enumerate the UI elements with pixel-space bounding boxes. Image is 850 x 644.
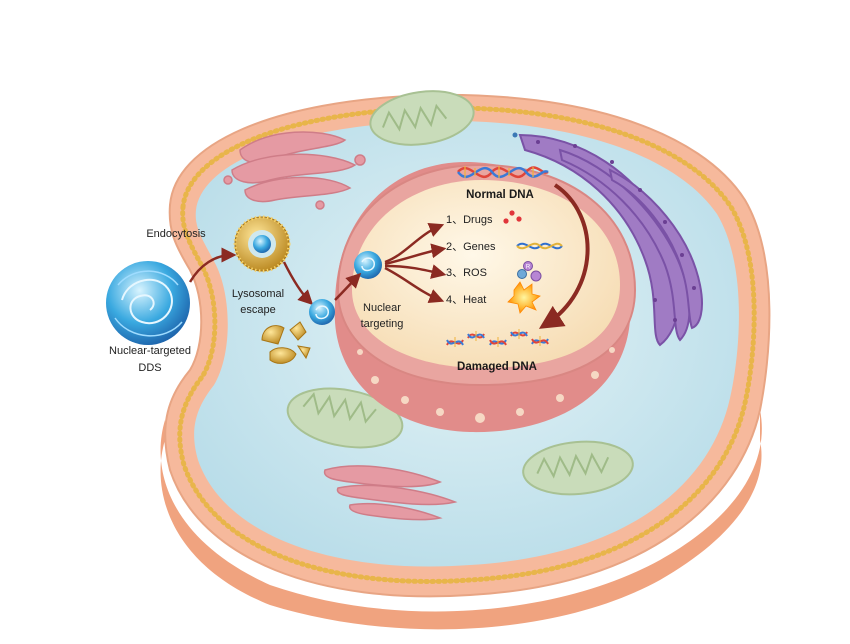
heat-burst-icon xyxy=(507,281,541,314)
ros-symbol: R xyxy=(526,265,531,271)
mechanism-label-ros: 3、ROS xyxy=(446,267,487,279)
dna-damage-arrow xyxy=(538,183,590,329)
lysosomal-escape-arrow xyxy=(282,261,314,306)
nuclear-targeting-label-line1: Nuclear xyxy=(363,302,401,314)
er-ribosomes xyxy=(512,132,696,322)
endosome-vesicle xyxy=(233,215,291,273)
escaped-nanoparticle xyxy=(309,299,335,325)
lysosomal-escape-label-line1: Lysosomal xyxy=(232,288,284,300)
mitochondrion-top xyxy=(369,90,475,146)
mitochondrion-lower-left xyxy=(286,387,404,449)
dds-label-line2: DDS xyxy=(138,362,161,374)
dds-label-line1: Nuclear-targeted xyxy=(109,345,191,357)
gene-helix-icon xyxy=(516,242,563,250)
normal-dna-helix xyxy=(457,166,549,179)
damaged-dna-label: Damaged DNA xyxy=(457,361,537,373)
nuclear-targeting-label-line2: targeting xyxy=(361,318,404,330)
mechanism-label-genes: 2、Genes xyxy=(446,241,496,253)
golgi-apparatus-bottom xyxy=(323,465,458,521)
mitochondrion-lower-right xyxy=(522,440,634,496)
endocytosis-label: Endocytosis xyxy=(146,228,206,240)
nuclear-targeting-arrow xyxy=(334,272,362,301)
endocytosis-arrow xyxy=(188,247,237,283)
mechanism-label-drugs: 1、Drugs xyxy=(446,214,493,226)
nucleus xyxy=(334,161,637,433)
ruptured-lysosome-fragments xyxy=(261,321,311,364)
nuclear-pores xyxy=(357,347,615,423)
mechanism-label-heat: 4、Heat xyxy=(446,294,486,306)
golgi-apparatus-top xyxy=(223,131,366,210)
nanoparticle-in-nucleus xyxy=(354,251,382,279)
normal-dna-label: Normal DNA xyxy=(466,189,534,201)
ros-radicals-icon: R xyxy=(517,261,542,282)
nuclear-targeted-dds-particle xyxy=(106,261,190,345)
damaged-dna-fragments xyxy=(446,329,549,347)
mechanism-arrows xyxy=(384,223,447,304)
drug-molecules-icon xyxy=(503,210,522,224)
lysosomal-escape-label-line2: escape xyxy=(240,304,275,316)
